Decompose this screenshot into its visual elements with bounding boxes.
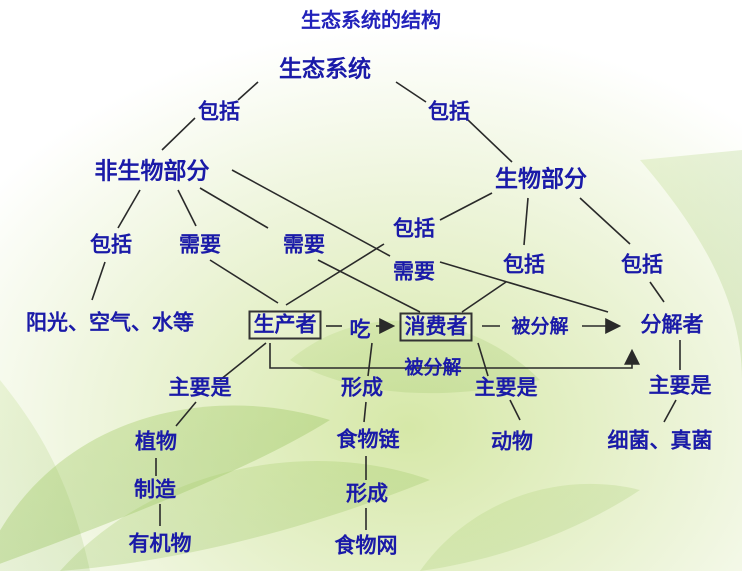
line-need1-producer [209,259,279,304]
line-biotic-include1 [439,192,493,221]
line-mainly-animals [509,399,521,421]
node-decomposed-1: 被分解 [511,315,569,338]
line-abiotic-include [117,189,141,229]
node-include-right: 包括 [428,99,470,124]
line-consumer-mainly [477,342,489,377]
node-include-left: 包括 [198,99,240,124]
node-decomposed-2: 被分解 [404,356,462,379]
node-food-web: 食物网 [334,533,398,558]
line-include2-consumer [461,281,507,313]
line-producer-mainly [219,342,267,381]
node-eat: 吃 [349,317,371,342]
node-biotic-include-1: 包括 [393,216,435,241]
line-abiotic-need1 [177,189,197,227]
node-biotic: 生物部分 [495,166,587,193]
node-biotic-include-3: 包括 [621,252,663,277]
line-need3-decomposer [439,261,609,313]
line-mainly-bacteria [663,399,677,423]
line-include1-producer [285,243,385,306]
line-mainly-plants [175,401,197,427]
node-mainly-3: 主要是 [648,373,712,398]
line-ecosystem-include-right [395,81,427,103]
line-abiotic-need3 [231,169,391,257]
node-form-1: 形成 [341,375,383,400]
node-bacteria-fungi: 细菌、真菌 [607,428,713,453]
node-abiotic-include: 包括 [90,232,132,257]
node-ecosystem: 生态系统 [279,56,371,83]
line-biotic-include3 [579,197,631,245]
line-eat-form [367,342,373,377]
line-include-abiotic-items [91,261,106,301]
node-make: 制造 [134,477,176,502]
node-need-2: 需要 [283,232,325,257]
node-food-chain: 食物链 [336,427,400,452]
node-organic: 有机物 [128,531,192,556]
line-include3-decomposer [649,281,665,303]
node-biotic-include-2: 包括 [503,252,545,277]
line-form-foodchain [363,401,367,423]
line-abiotic-need2 [199,187,269,229]
node-need-3: 需要 [393,259,435,284]
node-producer: 生产者 [248,310,322,340]
line-biotic-include2 [523,197,529,246]
node-consumer: 消费者 [399,312,473,342]
line-include-left-abiotic [161,117,196,151]
line-include-right-biotic [467,119,513,163]
node-need-1: 需要 [179,232,221,257]
line-need2-consumer [317,259,421,313]
node-animals: 动物 [491,429,533,454]
node-mainly-1: 主要是 [168,375,232,400]
node-mainly-2: 主要是 [474,375,538,400]
node-abiotic: 非生物部分 [94,158,210,185]
diagram-title: 生态系统的结构 [301,8,441,32]
node-form-2: 形成 [346,481,388,506]
node-plants: 植物 [135,429,177,454]
node-decomposer: 分解者 [640,312,704,337]
arrow-producer-decomposer [269,343,640,369]
node-abiotic-items: 阳光、空气、水等 [26,310,194,335]
line-ecosystem-include-left [237,81,259,101]
